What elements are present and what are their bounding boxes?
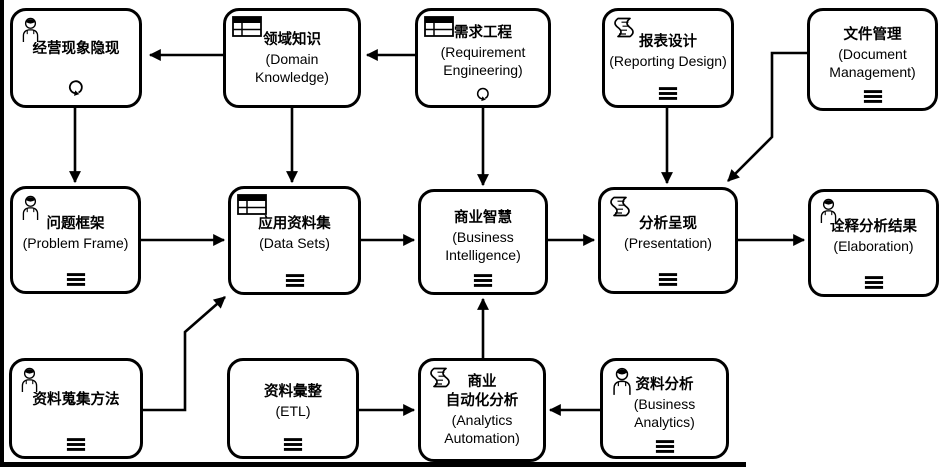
- node-business-analytics[interactable]: 资料分析 (Business Analytics): [600, 358, 729, 459]
- node-data-sets[interactable]: 应用资料集 (Data Sets): [228, 186, 361, 295]
- node-requirement-engineering[interactable]: 需求工程 (Requirement Engineering): [415, 8, 551, 108]
- user-icon: [19, 16, 42, 43]
- node-label: 领域知识 (Domain Knowledge): [255, 31, 329, 85]
- menu-marker-icon: [283, 437, 303, 452]
- user-icon: [18, 366, 41, 393]
- node-label: 问题框架 (Problem Frame): [22, 215, 129, 251]
- user-icon: [19, 194, 42, 221]
- frame-edge-left: [0, 0, 4, 467]
- user-icon: [609, 366, 635, 396]
- node-label: 诠释分析结果 (Elaboration): [830, 218, 917, 254]
- node-label: 资料分析 (Business Analytics): [633, 377, 696, 430]
- script-icon: [611, 16, 637, 40]
- menu-marker-icon: [66, 272, 86, 287]
- node-label: 报表设计 (Reporting Design): [609, 33, 727, 69]
- node-presentation[interactable]: 分析呈现 (Presentation): [598, 187, 738, 294]
- node-etl[interactable]: 资料彙整 (ETL): [227, 358, 359, 459]
- node-business-intelligence[interactable]: 商业智慧 (Business Intelligence): [418, 189, 548, 295]
- node-elaboration[interactable]: 诠释分析结果 (Elaboration): [808, 189, 939, 297]
- business-rule-icon: [424, 16, 454, 37]
- business-rule-icon: [237, 194, 267, 215]
- menu-marker-icon: [285, 273, 305, 288]
- node-label: 商业智慧 (Business Intelligence): [445, 209, 521, 263]
- user-icon: [817, 197, 840, 224]
- node-data-collection[interactable]: 资料蒐集方法: [9, 358, 143, 459]
- edge-data-collection-to-data-sets: [143, 296, 226, 412]
- edge-document-management-to-presentation: [727, 51, 807, 182]
- node-analytics-automation[interactable]: 商业 自动化分析 (Analytics Automation): [418, 358, 546, 462]
- node-label: 文件管理 (Document Management): [829, 27, 916, 80]
- node-document-management[interactable]: 文件管理 (Document Management): [807, 8, 938, 111]
- loop-marker-icon: [474, 84, 493, 103]
- menu-marker-icon: [863, 89, 883, 104]
- node-label: 分析呈现 (Presentation): [624, 216, 712, 251]
- node-label: 商业 自动化分析 (Analytics Automation): [444, 374, 520, 446]
- menu-marker-icon: [66, 437, 86, 452]
- node-business-phenomenon[interactable]: 经营现象隐现: [10, 8, 142, 108]
- node-reporting-design[interactable]: 报表设计 (Reporting Design): [602, 8, 734, 108]
- business-rule-icon: [232, 16, 262, 37]
- script-icon: [607, 195, 633, 219]
- node-domain-knowledge[interactable]: 领域知识 (Domain Knowledge): [223, 8, 361, 108]
- menu-marker-icon: [473, 273, 493, 288]
- node-label: 资料蒐集方法: [32, 392, 120, 408]
- menu-marker-icon: [658, 86, 678, 101]
- menu-marker-icon: [864, 275, 884, 290]
- node-problem-frame[interactable]: 问题框架 (Problem Frame): [10, 186, 141, 294]
- frame-edge-bottom: [0, 462, 746, 467]
- menu-marker-icon: [655, 439, 675, 454]
- node-label: 经营现象隐现: [32, 40, 120, 57]
- node-label: 需求工程 (Requirement Engineering): [440, 24, 526, 78]
- node-label: 应用资料集 (Data Sets): [258, 216, 331, 251]
- node-label: 资料彙整 (ETL): [264, 384, 322, 419]
- loop-marker-icon: [65, 76, 87, 98]
- menu-marker-icon: [658, 272, 678, 287]
- script-icon: [427, 366, 453, 390]
